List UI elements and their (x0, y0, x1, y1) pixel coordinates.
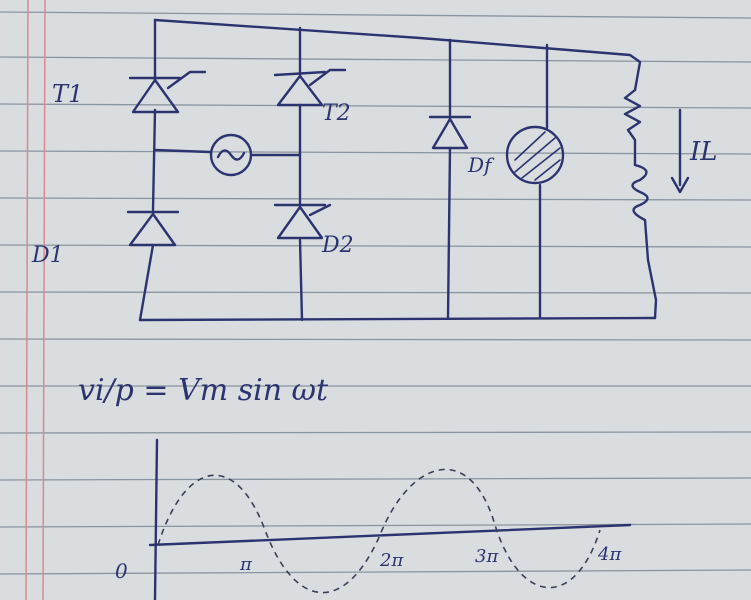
resistor-icon (623, 88, 642, 167)
bottom-wire (138, 316, 657, 322)
top-wire (153, 18, 642, 92)
freewheel-leg (446, 38, 452, 320)
motor-icon (505, 125, 565, 185)
tick-3pi: 3π (475, 546, 499, 567)
label-d2: D2 (321, 233, 354, 258)
inductor-icon (631, 163, 658, 320)
tick-pi: π (239, 554, 253, 575)
waveform-graph: 0 π 2π 3π 4π (115, 438, 632, 600)
diode-df-icon (428, 115, 472, 150)
label-t2: T2 (322, 101, 351, 126)
origin-label: 0 (115, 559, 128, 583)
diode-d1-icon (126, 210, 180, 247)
thyristor-t1-icon (128, 70, 207, 114)
ac-source-icon (209, 133, 253, 177)
left-leg (138, 18, 157, 322)
thyristor-t2-icon (273, 68, 347, 107)
current-arrow-icon (670, 108, 690, 194)
ruled-lines (0, 11, 751, 575)
label-df: Df (467, 153, 495, 177)
input-voltage-equation: vi/p = Vm sin ωt (78, 373, 329, 408)
label-t1: T1 (52, 80, 83, 108)
motor-leg (538, 43, 549, 320)
y-axis (153, 438, 159, 600)
x-axis (148, 523, 632, 547)
label-il: IL (689, 137, 718, 167)
thyristor-d2-icon (273, 203, 332, 240)
tick-2pi: 2π (379, 550, 404, 571)
source-wires (153, 148, 302, 157)
circuit-diagram (126, 18, 690, 322)
label-d1: D1 (31, 243, 64, 268)
tick-4pi: 4π (597, 544, 622, 565)
right-leg (298, 26, 304, 322)
sine-wave (157, 468, 601, 594)
margin-lines (25, 0, 46, 600)
